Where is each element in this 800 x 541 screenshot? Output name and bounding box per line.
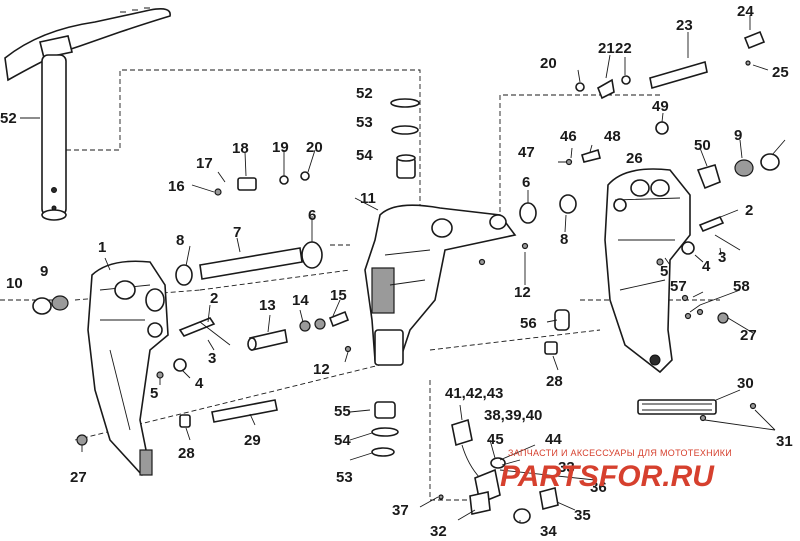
watermark: ЗАПЧАСТИ И АКСЕССУАРЫ ДЛЯ МОТОТЕХНИКИ PA… [500,448,732,493]
callout-label: 58 [733,278,750,295]
callout-label: 35 [574,507,591,524]
callout-label: 52 [0,110,17,127]
callout-label: 30 [737,375,754,392]
callout-label: 18 [232,140,249,157]
callout-label: 45 [487,431,504,448]
part-lever-assembly [438,418,559,524]
callout-label: 47 [518,144,535,161]
callout-label: 17 [196,155,213,172]
callout-label: 9 [734,127,742,144]
callout-label: 41,42,43 [445,385,503,402]
callout-label: 6 [308,207,316,224]
callout-label: 14 [292,292,309,309]
watermark-tagline: ЗАПЧАСТИ И АКСЕССУАРЫ ДЛЯ МОТОТЕХНИКИ [508,448,732,458]
callout-label: 12 [514,284,531,301]
watermark-logo: PARTSFOR.RU [500,460,715,493]
callout-label: 55 [334,403,351,420]
callout-label: 21 [598,40,615,57]
callout-label: 10 [6,275,23,292]
callout-label: 54 [334,432,351,449]
callout-label: 24 [737,3,754,20]
callout-label: 54 [356,147,373,164]
callout-label: 12 [313,361,330,378]
callout-label: 4 [195,375,204,392]
callout-label: 38,39,40 [484,407,542,424]
callout-label: 26 [626,150,643,167]
callout-label: 16 [168,178,185,195]
callout-label: 13 [259,297,276,314]
callout-label: 8 [560,231,568,248]
callout-label: 9 [40,263,48,280]
callout-label: 29 [244,432,261,449]
callout-label: 27 [740,327,757,344]
callout-label: 20 [540,55,557,72]
callout-label: 19 [272,139,289,156]
callout-label: 3 [208,350,216,367]
callout-label: 7 [233,224,241,241]
callout-label: 49 [652,98,669,115]
callout-label: 15 [330,287,347,304]
callout-label: 32 [430,523,447,540]
callout-label: 25 [772,64,789,81]
part-small-components [32,30,780,457]
callout-label: 28 [546,373,563,390]
callout-label: 33 [558,459,575,476]
callout-label: 37 [392,502,409,519]
callout-label: 3 [718,249,726,266]
callout-label: 8 [176,232,184,249]
part-stern-bracket-right [604,168,691,374]
callout-label: 57 [670,278,687,295]
callout-label: 44 [545,431,562,448]
part-tiller-arm [4,7,171,221]
callout-label: 5 [150,385,158,402]
callout-label: 53 [336,469,353,486]
callout-label: 31 [776,433,793,450]
callout-label: 6 [522,174,530,191]
callout-label: 46 [560,128,577,145]
part-shafts [199,60,708,423]
part-swivel-bracket [364,204,517,366]
reference-lines [0,69,720,501]
callout-labels: 52 1 2 2 3 3 4 4 5 5 6 6 7 8 8 9 9 10 11… [0,3,793,540]
callout-label: 5 [660,263,668,280]
callout-label: 56 [520,315,537,332]
callout-label: 4 [702,258,711,275]
callout-label: 27 [70,469,87,486]
part-stern-bracket-left [87,260,169,477]
callout-label: 23 [676,17,693,34]
callout-label: 34 [540,523,557,540]
leader-lines [20,15,786,522]
callout-label: 2 [745,202,753,219]
callout-label: 36 [590,479,607,496]
callout-label: 20 [306,139,323,156]
callout-label: 22 [615,40,632,57]
callout-label: 53 [356,114,373,131]
callout-label: 48 [604,128,621,145]
callout-label: 2 [210,290,218,307]
callout-label: 1 [98,239,106,256]
callout-label: 11 [360,190,376,207]
callout-label: 28 [178,445,195,462]
callout-label: 50 [694,137,711,154]
callout-label: 52 [356,85,373,102]
